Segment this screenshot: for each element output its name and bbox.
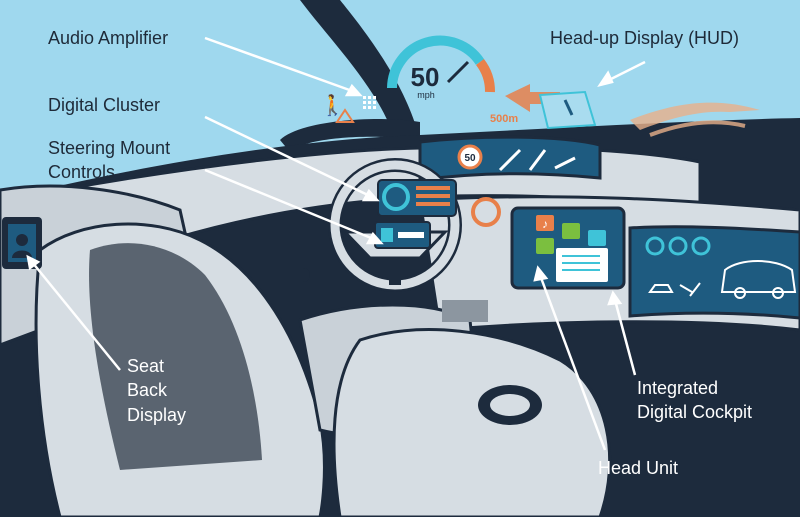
arrow-head-unit: [538, 274, 607, 451]
hud-road-curve: [630, 102, 760, 130]
hud-needle: [446, 60, 470, 84]
cluster-bar: [416, 202, 450, 206]
warning-triangle-icon: [335, 108, 355, 123]
steering-control-icon: [381, 228, 393, 242]
label-head-unit: Head Unit: [598, 458, 678, 478]
vehicle-status-icons: [648, 282, 701, 297]
label-hud: Head-up Display (HUD): [550, 28, 739, 48]
document-lines: [562, 255, 600, 271]
gauge-icon: [668, 236, 688, 256]
callout-arrows: [26, 36, 646, 451]
music-note-icon: ♪: [542, 217, 548, 231]
speed-limit-sign: [457, 144, 483, 170]
hud-map: [538, 90, 597, 130]
arrow-audio-amplifier: [204, 36, 356, 94]
car-outline-icon: [720, 260, 797, 293]
dash-shell: [58, 145, 702, 272]
label-seat-line1: Seat: [127, 356, 164, 376]
label-seat-line3: Display: [127, 405, 186, 425]
hud-speed-arc: [387, 35, 485, 89]
pedestrian-warning-icon: 🚶: [320, 93, 345, 117]
a-pillar: [300, 0, 420, 140]
passenger-seat: [332, 328, 612, 517]
head-unit-document: [556, 248, 608, 282]
cluster-bar: [416, 186, 450, 190]
wifi-app-icon: [562, 223, 580, 239]
label-steering-mount-line1: Steering Mount: [48, 138, 170, 158]
label-cockpit-line1: Integrated: [637, 378, 718, 398]
wheel-icon: [772, 287, 784, 299]
hud-speed-value: 50: [411, 62, 440, 92]
lane-lines: [498, 148, 576, 172]
hud-distance: 500m: [490, 113, 518, 125]
hud-turn-arrow: [505, 84, 560, 112]
hud-map-route: [563, 99, 574, 116]
integrated-cockpit-screen: [628, 225, 800, 320]
person-icon-head: [16, 234, 28, 246]
cluster-speed-gauge: [382, 183, 410, 211]
cluster-bar: [416, 194, 450, 198]
driver-seat-cushion: [89, 243, 263, 470]
settings-app-icon: [536, 238, 554, 254]
mirror-mount: [280, 119, 420, 152]
contacts-app-icon: [588, 230, 606, 246]
pedal: [442, 300, 488, 322]
tachometer-gauge: [471, 197, 501, 227]
gauge-icon: [645, 236, 665, 256]
label-digital-cluster: Digital Cluster: [48, 95, 160, 115]
steering-control-bar: [398, 232, 424, 238]
hud-speed-arc-high: [475, 58, 495, 93]
audio-amplifier-icon: [363, 96, 376, 109]
label-audio-amplifier: Audio Amplifier: [48, 28, 168, 48]
music-app-icon: [536, 215, 554, 231]
speed-limit-text: 50: [464, 153, 476, 164]
gauge-icon: [691, 236, 711, 256]
hud-speed-unit: mph: [417, 90, 435, 100]
label-cockpit-line2: Digital Cockpit: [637, 402, 752, 422]
arrow-seat-display: [31, 261, 121, 371]
arrow-integrated-cockpit: [613, 299, 637, 376]
label-steering-mount-line2: Controls: [48, 162, 115, 182]
wheel-icon: [734, 287, 746, 299]
cup-holder-inner: [490, 394, 530, 416]
hud-road-curve-2: [649, 120, 746, 137]
label-seat-line2: Back: [127, 380, 168, 400]
arrow-steering-controls: [204, 168, 377, 242]
arrow-digital-cluster: [204, 115, 373, 199]
